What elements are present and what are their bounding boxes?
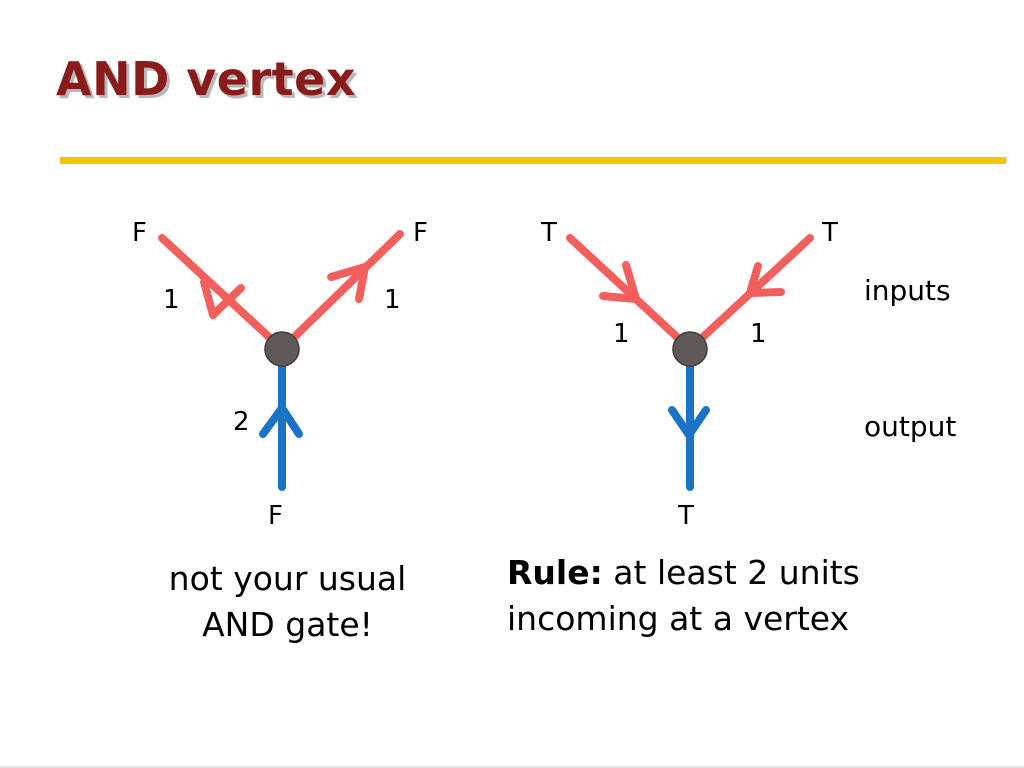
right-diagram-left-weight: 1 <box>613 319 630 349</box>
right-diagram-top-left-label: T <box>540 218 557 248</box>
right-diagram: T T T 1 1 <box>540 218 838 531</box>
left-diagram-bottom-weight: 2 <box>233 407 250 437</box>
left-diagram-input-edge-right <box>278 230 404 353</box>
left-diagram-left-weight: 1 <box>163 285 180 315</box>
output-label: output <box>864 410 957 443</box>
title-underline <box>60 157 1006 164</box>
slide-title: AND vertex <box>56 52 357 106</box>
right-diagram-vertex <box>672 331 708 367</box>
right-diagram-arrow-in-left <box>599 261 640 303</box>
left-diagram-arrow-up-right <box>327 263 369 303</box>
rule-label: Rule: <box>507 553 603 592</box>
left-diagram-vertex <box>264 331 300 367</box>
left-diagram-bottom-label: F <box>268 501 283 531</box>
left-caption-line-1: not your usual <box>168 559 407 598</box>
left-diagram-top-left-label: F <box>132 218 147 248</box>
right-diagram-right-weight: 1 <box>750 319 767 349</box>
left-diagram-right-weight: 1 <box>384 285 401 315</box>
right-diagram-arrow-down-bottom <box>668 406 710 439</box>
slide-bottom-border <box>0 766 1024 768</box>
left-diagram: F F F 1 1 2 <box>132 218 428 531</box>
inputs-label: inputs <box>864 274 951 307</box>
left-diagram-input-edge-left <box>158 234 286 353</box>
left-caption: not your usual AND gate! <box>145 556 430 648</box>
rule-caption-line-1: Rule: at least 2 units <box>507 550 927 596</box>
right-diagram-arrow-in-right <box>746 262 785 297</box>
left-diagram-top-right-label: F <box>413 218 428 248</box>
right-diagram-bottom-label: T <box>677 501 694 531</box>
rule-text-line-1: at least 2 units <box>613 553 860 592</box>
left-caption-line-2: AND gate! <box>202 605 373 644</box>
left-diagram-arrow-up-bottom <box>259 404 303 438</box>
right-diagram-input-edge-left <box>566 234 694 353</box>
left-diagram-arrow-up-left <box>200 278 245 319</box>
rule-text-line-2: incoming at a vertex <box>507 599 850 638</box>
right-diagram-top-right-label: T <box>821 218 838 248</box>
rule-caption: Rule: at least 2 units incoming at a ver… <box>507 550 927 642</box>
